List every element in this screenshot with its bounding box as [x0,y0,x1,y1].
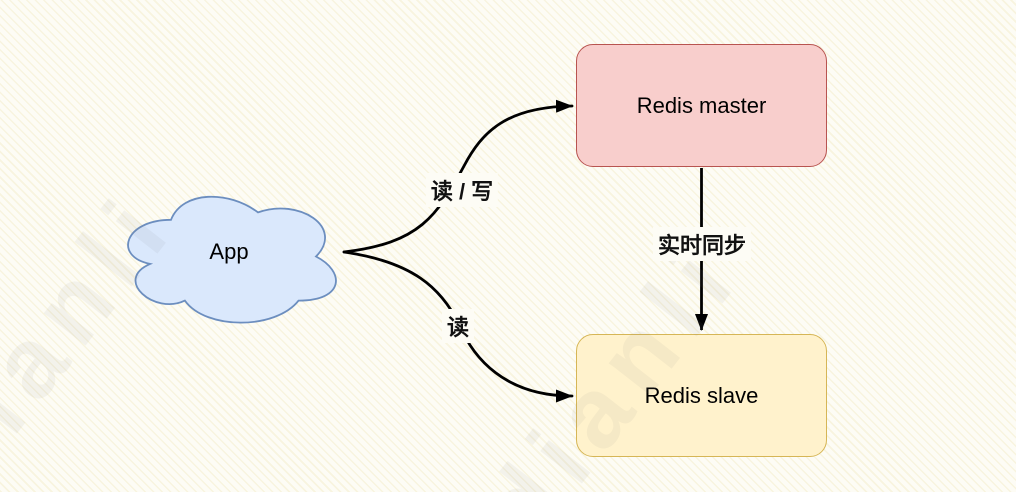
edge-label-read-write: 读 / 写 [425,173,499,207]
edge-label-realtime-sync: 实时同步 [652,227,752,261]
redis-master-label: Redis master [636,92,767,118]
app-node-label: App [209,239,249,264]
edge-label-read: 读 [441,309,475,343]
redis-slave-node: Redis slave [576,334,827,457]
redis-master-node: Redis master [576,44,827,167]
redis-slave-label: Redis slave [644,382,759,408]
watermark-text: dianli [0,170,197,492]
